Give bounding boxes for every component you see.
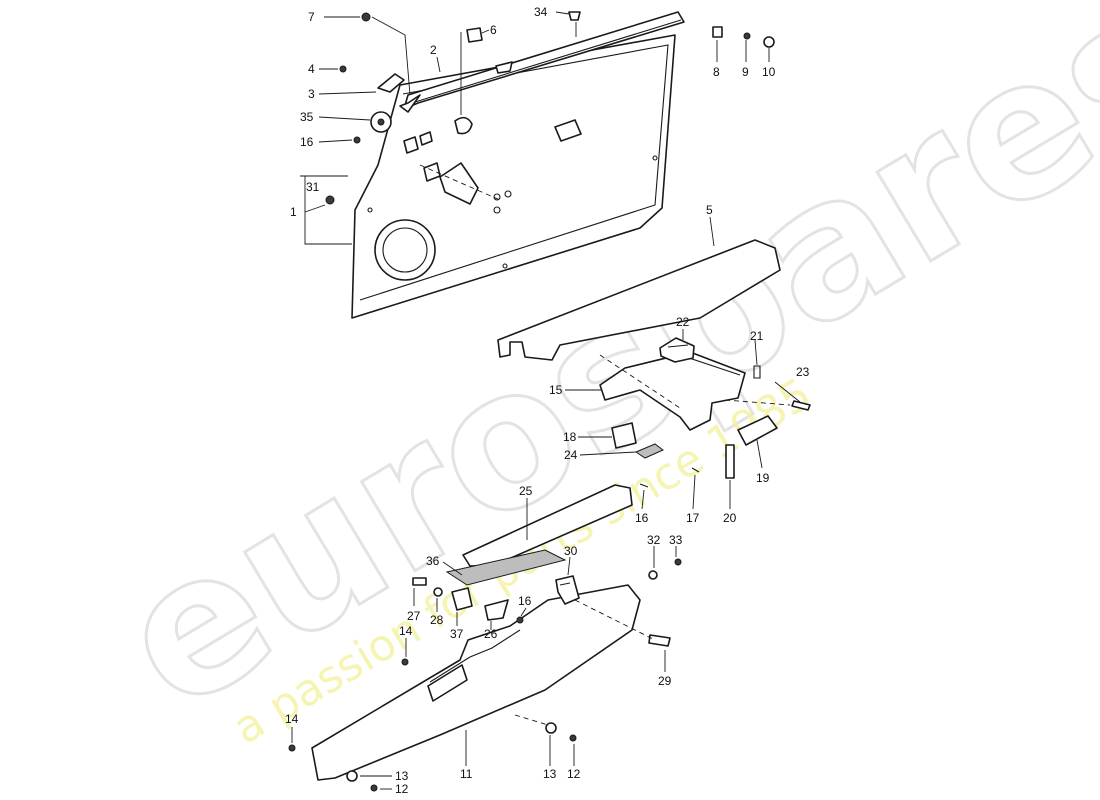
callout-12-right: 12 [567, 767, 581, 781]
small-parts-lower [288, 558, 682, 792]
part-33-screw [674, 558, 682, 566]
part-16-clip [353, 136, 361, 144]
small-parts-top [325, 11, 775, 205]
part-28-nut [433, 587, 443, 597]
callout-1: 1 [290, 205, 297, 219]
callout-37: 37 [450, 627, 464, 641]
part-3-handle-cover [377, 73, 405, 93]
callout-5: 5 [706, 203, 713, 217]
callout-22: 22 [676, 315, 690, 329]
part-16-clip-c [516, 616, 524, 624]
callout-31: 31 [306, 180, 320, 194]
callout-36: 36 [426, 554, 440, 568]
callout-34: 34 [534, 5, 548, 19]
armrest-trim-panel [497, 239, 781, 361]
callout-16-mid: 16 [635, 511, 649, 525]
callout-14-lower: 14 [285, 712, 299, 726]
callout-12-left: 12 [395, 782, 409, 796]
callout-24: 24 [564, 448, 578, 462]
callout-25: 25 [519, 484, 533, 498]
callout-16-low: 16 [518, 594, 532, 608]
callout-26: 26 [484, 627, 498, 641]
part-10-plug [763, 36, 775, 48]
door-panel [351, 34, 676, 319]
part-14-screw-b [288, 744, 296, 752]
cover-and-pins [639, 365, 811, 488]
part-26-cover [484, 599, 509, 621]
part-6-clip [466, 27, 483, 43]
callout-8: 8 [713, 65, 720, 79]
callout-32: 32 [647, 533, 661, 547]
callout-27: 27 [407, 609, 421, 623]
part-13-washer-b [346, 770, 358, 782]
callout-23: 23 [796, 365, 810, 379]
callout-29: 29 [658, 674, 672, 688]
door-pocket [311, 575, 641, 781]
callout-3: 3 [308, 87, 315, 101]
callout-9: 9 [742, 65, 749, 79]
callout-15: 15 [549, 383, 563, 397]
part-13-washer-a [545, 722, 557, 734]
callout-7: 7 [308, 10, 315, 24]
part-9-screw [743, 32, 751, 40]
part-29-bolt [648, 634, 671, 647]
callout-2: 2 [430, 43, 437, 57]
callout-30: 30 [564, 544, 578, 558]
callout-21: 21 [750, 329, 764, 343]
part-31-screw [325, 195, 335, 205]
callout-11: 11 [460, 767, 473, 781]
callout-16-top: 16 [300, 135, 314, 149]
part-32-washer [648, 570, 658, 580]
callout-19: 19 [756, 471, 770, 485]
part-12-screw-a [569, 734, 577, 742]
callout-labels: 7 2 4 3 35 16 31 1 6 34 8 9 10 5 22 21 2… [285, 5, 810, 796]
part-4-clip [339, 65, 347, 73]
callout-4: 4 [308, 62, 315, 76]
part-14-screw-a [401, 658, 409, 666]
part-7-screw [361, 12, 371, 22]
callout-28: 28 [430, 613, 444, 627]
armrest-pad [445, 484, 633, 586]
leader-lines [291, 11, 801, 790]
part-27-screw [412, 577, 427, 586]
callout-6: 6 [490, 23, 497, 37]
callout-20: 20 [723, 511, 737, 525]
callout-18: 18 [563, 430, 577, 444]
handle-assembly [599, 337, 746, 431]
callout-13-left: 13 [395, 769, 409, 783]
callout-10: 10 [762, 65, 776, 79]
part-12-screw-b [370, 784, 378, 792]
callout-13-right: 13 [543, 767, 557, 781]
window-rail [399, 11, 685, 113]
callout-35: 35 [300, 110, 314, 124]
part-37-clip [451, 587, 473, 611]
callout-14-upper: 14 [399, 624, 413, 638]
switch-parts [611, 422, 664, 459]
callout-17: 17 [686, 511, 700, 525]
part-34-plug [568, 11, 581, 21]
callout-33: 33 [669, 533, 683, 547]
part-8-clip [712, 26, 723, 38]
